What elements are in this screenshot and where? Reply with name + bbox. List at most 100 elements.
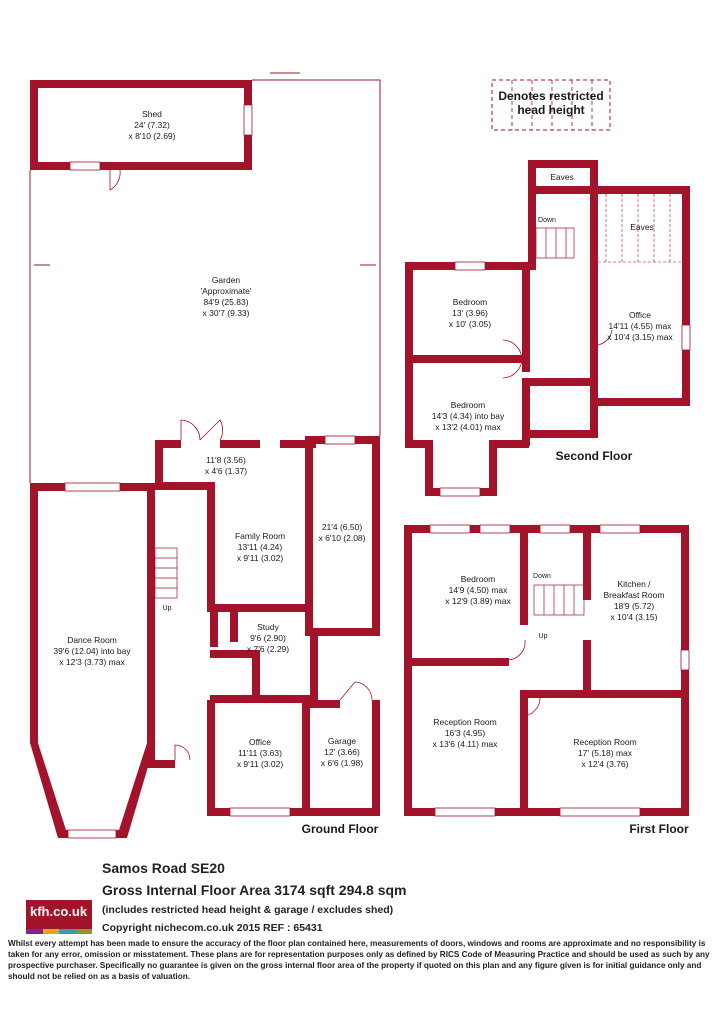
- eaves-label-2: Eaves: [630, 222, 654, 232]
- wall: [425, 440, 433, 494]
- stair-down-sf: Down: [538, 217, 556, 224]
- wall: [147, 483, 155, 768]
- reception1-dim1: 16'3 (4.95): [445, 728, 486, 738]
- shed-dim2: x 8'10 (2.69): [129, 131, 176, 141]
- study-dim2: x 7'6 (2.29): [247, 644, 289, 654]
- wall: [528, 430, 598, 438]
- bay-wall: [119, 743, 155, 838]
- wall: [147, 760, 175, 768]
- wall: [522, 378, 530, 446]
- room-labels: Shed 24' (7.32) x 8'10 (2.69) Garden 'Ap…: [53, 109, 673, 769]
- stair-up-ff: Up: [539, 633, 548, 640]
- garden-dim1: 84'9 (25.83): [203, 297, 248, 307]
- wall: [252, 650, 260, 695]
- garage-name: Garage: [328, 736, 357, 746]
- area-note: (includes restricted head height & garag…: [102, 904, 394, 916]
- wall: [405, 440, 433, 448]
- bay-wall: [30, 743, 66, 838]
- family-room-name: Family Room: [235, 531, 285, 541]
- window: [434, 807, 496, 817]
- wall: [528, 160, 598, 168]
- wall: [155, 440, 181, 448]
- dance-room-name: Dance Room: [67, 635, 117, 645]
- office-sf-dim1: 14'11 (4.55) max: [609, 321, 673, 331]
- bedroom-sf2-dim2: x 13'2 (4.01) max: [435, 422, 501, 432]
- window: [243, 104, 253, 136]
- wall: [30, 80, 252, 88]
- bedroom-sf1-name: Bedroom: [453, 297, 488, 307]
- logo-stripe: [59, 929, 76, 934]
- garden-dimension-arrows: [34, 72, 376, 266]
- wall: [405, 262, 413, 447]
- office-sf-dim2: x 10'4 (3.15) max: [607, 332, 673, 342]
- garden-dim2: x 30'7 (9.33): [203, 308, 250, 318]
- wall: [372, 436, 380, 636]
- study-name: Study: [257, 622, 279, 632]
- logo-text: kfh.co.uk: [30, 904, 88, 919]
- wall: [404, 808, 689, 816]
- wall: [372, 700, 380, 815]
- garage-dim1: 12' (3.66): [324, 747, 360, 757]
- window: [429, 524, 471, 534]
- wall: [280, 440, 316, 448]
- logo-stripe: [26, 929, 43, 934]
- disclaimer: Whilst every attempt has been made to en…: [8, 939, 710, 981]
- side-room-dim1: 21'4 (6.50): [322, 522, 363, 532]
- wall: [310, 700, 340, 708]
- porch-dim1: 11'8 (3.56): [206, 455, 246, 465]
- reception1-dim2: x 13'6 (4.11) max: [433, 739, 499, 749]
- floor-label-ground: Ground Floor: [302, 822, 379, 836]
- wall: [522, 262, 530, 372]
- kitchen-name2: Breakfast Room: [604, 590, 665, 600]
- window: [454, 261, 486, 271]
- family-room-dim1: 13'11 (4.24): [238, 542, 283, 552]
- legend-line2: head height: [517, 103, 584, 117]
- garden-name: Garden: [212, 275, 241, 285]
- wall: [590, 186, 690, 194]
- wall: [520, 525, 528, 625]
- restricted-area-lines: [598, 194, 682, 263]
- legend: Denotes restricted head height: [491, 79, 611, 131]
- family-room-dim2: x 9'11 (3.02): [237, 553, 284, 563]
- wall: [207, 604, 312, 612]
- property-address: Samos Road SE20: [102, 860, 225, 876]
- floor-label-first: First Floor: [629, 822, 689, 836]
- window: [680, 649, 690, 671]
- wall: [30, 162, 252, 170]
- wall: [30, 80, 38, 170]
- office-gf-name: Office: [249, 737, 271, 747]
- wall: [590, 398, 690, 406]
- logo-stripe: [75, 929, 92, 934]
- legend-line1: Denotes restricted: [498, 89, 603, 103]
- floor-label-second: Second Floor: [556, 449, 633, 463]
- wall: [210, 695, 310, 703]
- window: [539, 524, 571, 534]
- window: [324, 435, 356, 445]
- wall: [590, 160, 598, 270]
- wall: [155, 482, 207, 490]
- wall: [682, 186, 690, 406]
- office-sf-name: Office: [629, 310, 651, 320]
- wall: [207, 482, 215, 612]
- bedroom-sf1-dim1: 13' (3.96): [452, 308, 488, 318]
- wall: [404, 658, 509, 666]
- wall: [520, 690, 528, 810]
- garage-dim2: x 6'6 (1.98): [321, 758, 363, 768]
- reception2-name: Reception Room: [573, 737, 636, 747]
- shed-name: Shed: [142, 109, 162, 119]
- bedroom-sf1-dim2: x 10' (3.05): [449, 319, 491, 329]
- garden-boundary: [29, 79, 381, 483]
- kitchen-dim2: x 10'4 (3.15): [611, 612, 658, 622]
- wall: [302, 695, 310, 815]
- study-dim1: 9'6 (2.90): [250, 633, 286, 643]
- window: [69, 161, 101, 171]
- shed-dim1: 24' (7.32): [134, 120, 170, 130]
- floor-plan: Denotes restricted head height Shed 24' …: [29, 72, 691, 839]
- wall: [305, 628, 380, 636]
- wall: [528, 186, 598, 194]
- wall: [583, 525, 591, 600]
- bedroom-sf2-name: Bedroom: [451, 400, 486, 410]
- kitchen-name: Kitchen /: [617, 579, 651, 589]
- wall: [210, 650, 260, 658]
- wall: [583, 640, 591, 692]
